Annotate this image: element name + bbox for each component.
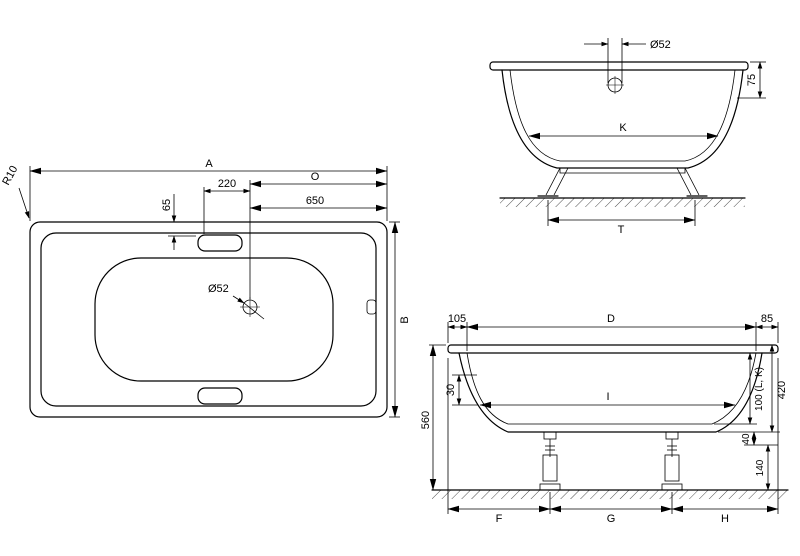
plan-dim-label-65: 65 xyxy=(161,199,173,211)
side-dim-label-560: 560 xyxy=(420,411,432,429)
end-dim-label-k: K xyxy=(619,122,627,134)
plan-view-outline xyxy=(29,221,388,418)
foot-left xyxy=(537,167,569,197)
tub-outer-edge xyxy=(29,221,388,418)
end-view: Ø52 75 K T xyxy=(489,38,766,236)
plan-dim-label-r10: R10 xyxy=(0,164,20,187)
overflow-mark xyxy=(366,299,377,315)
support-rail xyxy=(559,168,686,174)
shell-outer-profile xyxy=(458,352,763,433)
end-dim-label-t: T xyxy=(618,224,625,236)
side-view-outline xyxy=(431,344,789,499)
rim-section xyxy=(489,61,749,71)
end-view-dimensions: Ø52 75 K T xyxy=(528,38,766,236)
handle-recess-top xyxy=(197,234,243,252)
side-dim-label-105: 105 xyxy=(448,313,466,325)
end-dim-label-drain: Ø52 xyxy=(650,39,671,51)
tub-rim-inner-edge xyxy=(40,232,377,407)
side-view-dimensions: 105 D 85 560 30 I 100 (L, K) 420 xyxy=(420,313,788,525)
shell-outer-profile xyxy=(501,69,744,169)
tub-floor-outline xyxy=(94,257,334,382)
side-dim-label-140: 140 xyxy=(755,459,766,476)
shell-inner-profile xyxy=(466,352,757,425)
side-dim-label-420: 420 xyxy=(776,381,788,399)
side-dim-label-d: D xyxy=(607,313,615,325)
end-dim-label-75: 75 xyxy=(746,74,758,86)
handle-recess-bottom xyxy=(197,387,243,405)
foot-right xyxy=(661,431,683,491)
shell-inner-profile xyxy=(509,69,736,162)
plan-dim-label-length: A xyxy=(205,158,213,170)
plan-view-dimensions: A O 220 650 65 R10 B Ø52 xyxy=(0,158,411,418)
plan-dim-label-650: 650 xyxy=(306,195,324,207)
plan-dim-label-o: O xyxy=(311,171,320,183)
end-view-outline xyxy=(489,61,749,207)
ground-hatch xyxy=(500,198,745,207)
side-dim-label-85: 85 xyxy=(761,313,773,325)
foot-left xyxy=(539,431,561,491)
plan-view: A O 220 650 65 R10 B Ø52 xyxy=(0,158,411,418)
side-dim-label-100lk: 100 (L, K) xyxy=(754,367,765,411)
ground-hatch xyxy=(432,490,788,499)
side-dim-label-30: 30 xyxy=(445,384,457,396)
side-dim-label-40: 40 xyxy=(741,433,752,445)
side-view: 105 D 85 560 30 I 100 (L, K) 420 xyxy=(420,313,789,525)
side-dim-label-g: G xyxy=(607,513,616,525)
side-dim-label-h: H xyxy=(721,513,729,525)
plan-dim-label-220: 220 xyxy=(218,178,236,190)
foot-right xyxy=(676,167,708,197)
plan-dim-label-width: B xyxy=(399,316,411,323)
rim-section xyxy=(447,344,779,354)
side-dim-label-i: I xyxy=(606,391,609,403)
plan-dim-label-drain: Ø52 xyxy=(208,283,229,295)
side-dim-label-f: F xyxy=(496,513,503,525)
